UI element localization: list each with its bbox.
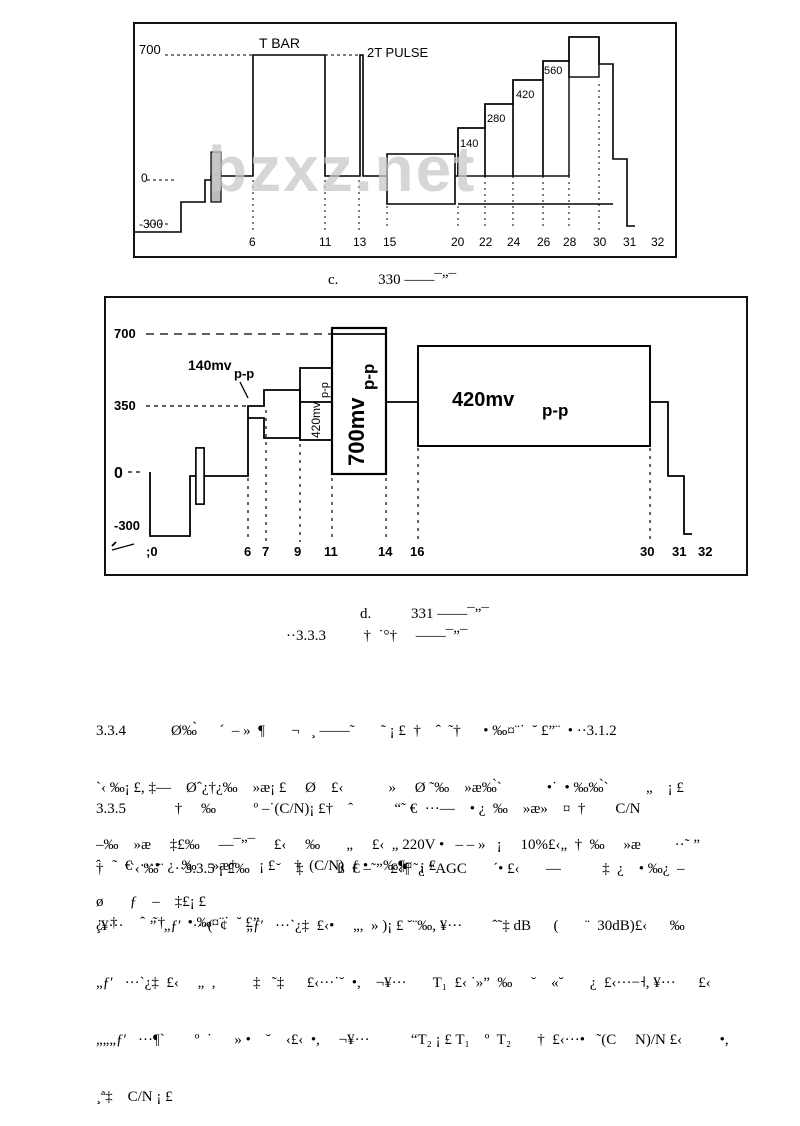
tick-16: 16 bbox=[410, 544, 424, 559]
tick-31: 31 bbox=[672, 544, 686, 559]
sync-bar bbox=[210, 151, 222, 203]
label-140mv-sub: p-p bbox=[234, 366, 254, 381]
tick-0: ;0 bbox=[146, 544, 158, 559]
step-box-top bbox=[568, 36, 600, 78]
caption-d: d. 331 ——¯”¯ bbox=[360, 606, 489, 623]
text-line: –‰ »æ ‡£‰ —¯”¯ £‹ ‰ „ £‹ „ 220V • – – » … bbox=[96, 837, 701, 853]
tick-15: 15 bbox=[383, 235, 397, 249]
paragraph-3-3-4: 3.3.4 Ø‰̀ ´ – » ¶ ¬ ¸ ——˜ ˜ ¡ £ † ˆ ˜† •… bbox=[96, 684, 776, 931]
text-line: `‹ ‰¡ £, ‡— Øˆ¿†¿‰ »æ¡ £ Ø £‹ » Ø ˜‰ »æ‰… bbox=[96, 780, 684, 796]
step-label-420: 420 bbox=[516, 89, 534, 101]
tick-32: 32 bbox=[698, 544, 712, 559]
figure-c-frame: 700 0 -300 T BAR 2T PULSE 140 280 420 56… bbox=[133, 22, 677, 258]
level-neg300-label: -300 bbox=[139, 217, 163, 231]
text-line: ø ƒ – ‡£¡ £ bbox=[96, 894, 206, 910]
tick-11: 11 bbox=[319, 235, 332, 249]
level-0-label: 0 bbox=[141, 171, 148, 185]
section-caption-3-3-3: ··3.3.3 † ˙°† ——¯”¯ bbox=[286, 628, 468, 644]
tick-9: 9 bbox=[294, 544, 301, 559]
step-label-140: 140 bbox=[460, 138, 478, 150]
sync-bar bbox=[195, 447, 205, 505]
tick-6: 6 bbox=[244, 544, 251, 559]
tbar-label: T BAR bbox=[259, 35, 300, 51]
arrow-origin bbox=[111, 543, 135, 551]
tick-32: 32 bbox=[651, 235, 665, 249]
text-line: ¸¥··· ” „ƒ′ ···( ¢ „ƒ′ ···`¿‡ £‹• „, » )… bbox=[96, 918, 685, 934]
tick-28: 28 bbox=[563, 235, 577, 249]
level-neg300-label: -300 bbox=[114, 518, 140, 533]
tick-20: 20 bbox=[451, 235, 465, 249]
tick-14: 14 bbox=[378, 544, 393, 559]
tick-7: 7 bbox=[262, 544, 269, 559]
label-420mv-vertical: 420mv bbox=[309, 402, 323, 438]
figure-d-frame: 700 350 0 -300 140mv p-p 420mv p-p 700mv… bbox=[104, 296, 748, 576]
step-box-560 bbox=[542, 60, 570, 177]
label-700mv: 700mv bbox=[344, 397, 369, 466]
level-350-label: 350 bbox=[114, 398, 136, 413]
tick-6: 6 bbox=[249, 235, 256, 249]
step-label-560: 560 bbox=[544, 65, 562, 77]
label-700mv-sub: p-p bbox=[359, 364, 378, 390]
caption-c-text: 330 ——¯”¯ bbox=[378, 272, 457, 288]
tick-26: 26 bbox=[537, 235, 551, 249]
caption-d-prefix: d. bbox=[360, 606, 372, 622]
label-140mv: 140mv bbox=[188, 357, 232, 373]
step-label-280: 280 bbox=[487, 113, 505, 125]
figure-c-waveform: 700 0 -300 T BAR 2T PULSE 140 280 420 56… bbox=[135, 35, 665, 249]
level-700-label: 700 bbox=[114, 326, 136, 341]
caption-d-text: 331 ——¯”¯ bbox=[411, 606, 489, 622]
tick-22: 22 bbox=[479, 235, 493, 249]
text-line: „„„ƒ′ ···¶` º ˙ » • ˘ ‹£‹ •, ¬¥··· “T₂ ¡… bbox=[96, 1032, 729, 1048]
caption-c: c. 330 ——¯”¯ bbox=[328, 272, 456, 289]
watermark: bzxz.net bbox=[208, 133, 477, 205]
level-0-label: 0 bbox=[114, 465, 123, 482]
text-line: 3.3.5 † ‰ º –˙(C/N)¡ £† ˆ “˜ € ···— • ¿ … bbox=[96, 801, 641, 817]
tick-24: 24 bbox=[507, 235, 521, 249]
tick-13: 13 bbox=[353, 235, 367, 249]
text-line: † `‹ ‰¨ ··3.3.5 ¡ £‰ ˘ ‡ ß € –˜” £‹¶ ˜¿ … bbox=[96, 861, 685, 877]
text-line: ˆ ˜ € ···• ¿ ‰ »æ† ¡ £ † (C/N) ƒ • ‰¶¤ ¡… bbox=[96, 858, 437, 874]
label-420mv-horizontal-sub: p-p bbox=[542, 401, 568, 420]
paragraph-3-3-5: 3.3.5 † ‰ º –˙(C/N)¡ £† ˆ “˜ € ···— • ¿ … bbox=[96, 762, 776, 952]
paragraph-agc: † `‹ ‰¨ ··3.3.5 ¡ £‰ ˘ ‡ ß € –˜” £‹¶ ˜¿ … bbox=[96, 822, 776, 1126]
tick-30: 30 bbox=[640, 544, 654, 559]
level-700-label: 700 bbox=[139, 42, 161, 57]
pulse-label: 2T PULSE bbox=[367, 45, 429, 60]
text-line: „ƒ′ ···`¿‡ £‹ „ , ‡ ˜‡ £‹···˙˘ •, ¬¥··· … bbox=[96, 975, 711, 991]
figure-d-waveform: 700 350 0 -300 140mv p-p 420mv p-p 700mv… bbox=[111, 326, 712, 559]
tick-11: 11 bbox=[324, 544, 338, 559]
caption-c-prefix: c. bbox=[328, 272, 339, 288]
box-420-vertical bbox=[299, 367, 333, 441]
tick-verticals bbox=[252, 84, 600, 230]
label-420mv-horizontal: 420mv bbox=[452, 389, 515, 411]
tick-31: 31 bbox=[623, 235, 637, 249]
label-420mv-vertical-sub: p-p bbox=[319, 382, 331, 398]
tick-30: 30 bbox=[593, 235, 607, 249]
text-line: ¿ † ˆ ˜† • ‰¤¨˙ ˘ £” bbox=[96, 915, 260, 931]
text-line: 3.3.4 Ø‰̀ ´ – » ¶ ¬ ¸ ——˜ ˜ ¡ £ † ˆ ˜† •… bbox=[96, 723, 617, 739]
box-420-horizontal bbox=[417, 345, 651, 447]
arrow-140 bbox=[239, 381, 249, 399]
tick-verticals bbox=[247, 410, 651, 542]
